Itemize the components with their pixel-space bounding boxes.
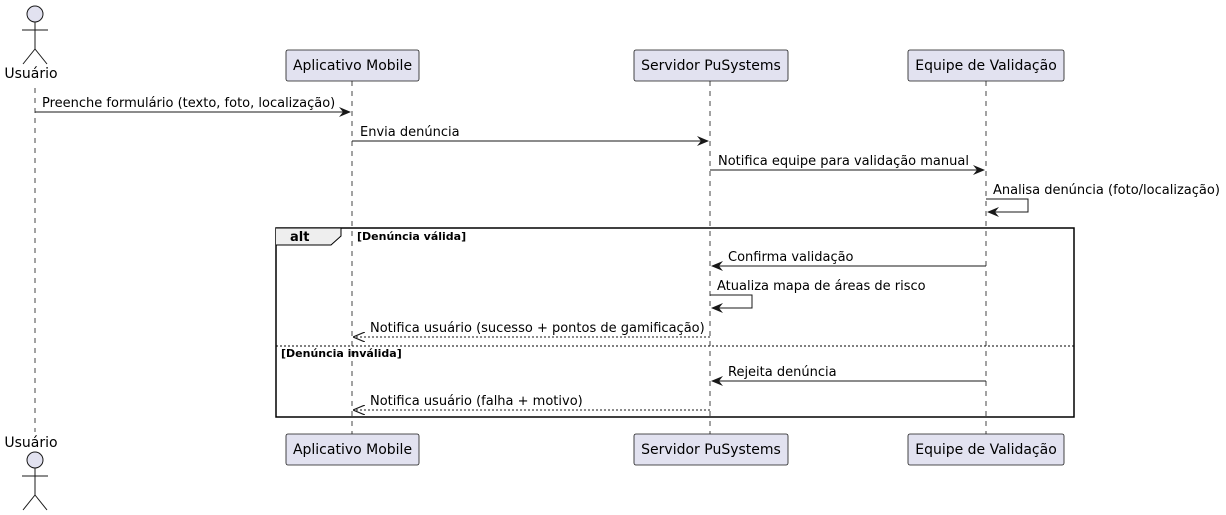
message-notify-user-success: Notifica usuário (sucesso + pontos de ga… [354,321,710,337]
message-fill-form: Preenche formulário (texto, foto, locali… [35,96,351,117]
actor-user-top: Usuário [4,5,58,82]
participant-label: Equipe de Validação [915,58,1057,74]
message-update-risk-map: Atualiza mapa de áreas de risco [710,279,926,313]
message-label: Rejeita denúncia [728,365,837,380]
participant-team-bottom: Equipe de Validação [907,433,1065,466]
actor-stick-figure-icon [22,5,48,65]
participant-server-top: Servidor PuSystems [633,49,789,82]
actor-label: Usuário [4,66,57,82]
actor-label: Usuário [4,435,57,451]
participant-mobile-bottom: Aplicativo Mobile [285,433,420,466]
participant-server-bottom: Servidor PuSystems [633,433,789,466]
message-reject-report: Rejeita denúncia [711,365,986,386]
message-label: Analisa denúncia (foto/localização) [993,183,1220,198]
message-label: Envia denúncia [360,125,460,140]
alt-guard-invalid: [Denúncia inválida] [281,347,402,360]
message-label: Notifica equipe para validação manual [718,154,969,169]
alt-keyword: alt [290,230,309,245]
participant-label: Equipe de Validação [915,442,1057,458]
message-analyze-report: Analisa denúncia (foto/localização) [986,183,1220,217]
participant-label: Servidor PuSystems [641,58,781,74]
message-label: Atualiza mapa de áreas de risco [717,279,926,294]
message-label: Confirma validação [728,250,854,265]
message-label: Notifica usuário (sucesso + pontos de ga… [370,321,705,336]
participant-label: Servidor PuSystems [641,442,781,458]
alt-guard-valid: [Denúncia válida] [357,230,466,243]
participant-label: Aplicativo Mobile [293,442,412,458]
message-notify-team: Notifica equipe para validação manual [710,154,985,175]
message-label: Preenche formulário (texto, foto, locali… [42,96,335,111]
actor-stick-figure-icon [22,451,48,511]
message-confirm-validation: Confirma validação [711,250,986,271]
alt-frame: alt [Denúncia válida] [Denúncia inválida… [275,227,1075,418]
message-label: Notifica usuário (falha + motivo) [370,394,583,409]
message-send-report: Envia denúncia [352,125,709,146]
message-notify-user-failure: Notifica usuário (falha + motivo) [354,394,710,410]
actor-user-bottom: Usuário [4,435,58,511]
participant-mobile-top: Aplicativo Mobile [285,49,420,82]
participant-label: Aplicativo Mobile [293,58,412,74]
participant-team-top: Equipe de Validação [907,49,1065,82]
